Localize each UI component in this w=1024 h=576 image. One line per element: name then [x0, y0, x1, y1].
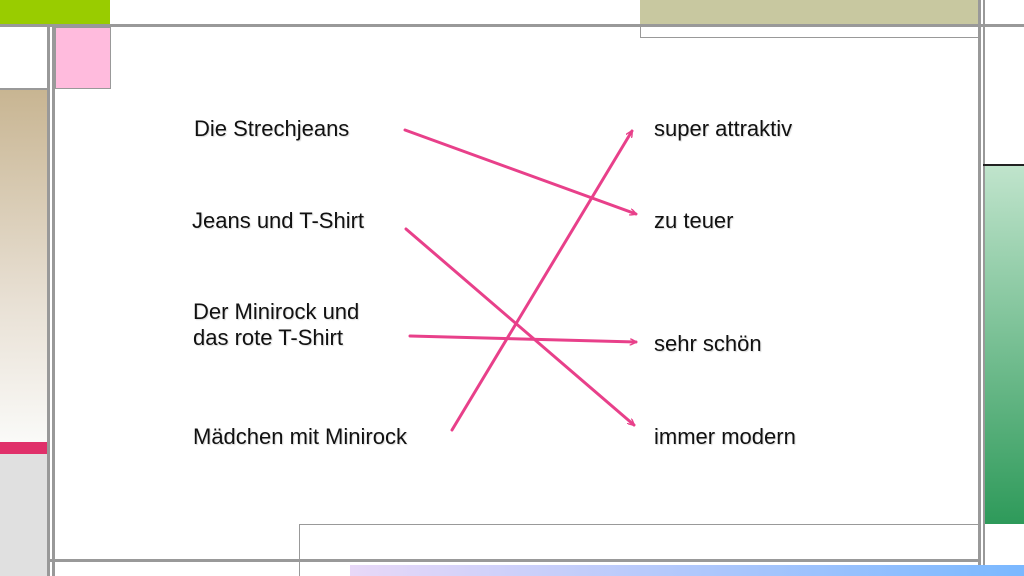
- left-item-jeans-tshirt: Jeans und T-Shirt: [192, 208, 365, 233]
- top-tan-block: [640, 0, 980, 24]
- left-pink-stripe: [0, 442, 47, 454]
- left-gray-rule: [0, 88, 47, 90]
- right-item-super-attraktiv: super attraktiv: [654, 116, 793, 141]
- right-item-sehr-schoen: sehr schön: [654, 331, 762, 356]
- right-green-bar: [985, 166, 1024, 524]
- top-left-green-bar: [0, 0, 110, 24]
- left-gradient-bar: [0, 90, 47, 442]
- right-item-immer-modern: immer modern: [654, 424, 796, 449]
- pink-square: [55, 27, 111, 89]
- right-outer-rule: [978, 0, 981, 576]
- left-inner-rule: [52, 27, 55, 576]
- arrow-minirock-tshirt-to-sehr-schoen: [408, 334, 638, 342]
- right-item-zu-teuer: zu teuer: [654, 208, 734, 233]
- top-rule: [0, 24, 1024, 27]
- arrow-strechjeans-to-zu-teuer: [403, 128, 636, 214]
- left-outer-rule: [47, 24, 50, 576]
- arrow-maedchen-to-super-attraktiv: [450, 131, 634, 432]
- right-black-line: [983, 164, 1024, 166]
- bottom-rule: [50, 559, 980, 562]
- left-item-maedchen: Mädchen mit Minirock: [193, 424, 407, 449]
- bottom-gradient-bar: [350, 565, 1024, 576]
- bottom-outline-box: [299, 524, 980, 576]
- arrow-jeans-tshirt-to-immer-modern: [404, 227, 634, 427]
- right-inner-rule: [983, 0, 985, 576]
- left-item-strechjeans: Die Strechjeans: [194, 116, 350, 141]
- left-bottom-gray: [0, 454, 47, 576]
- left-item-minirock-tshirt: Der Minirock und das rote T-Shirt: [193, 299, 360, 350]
